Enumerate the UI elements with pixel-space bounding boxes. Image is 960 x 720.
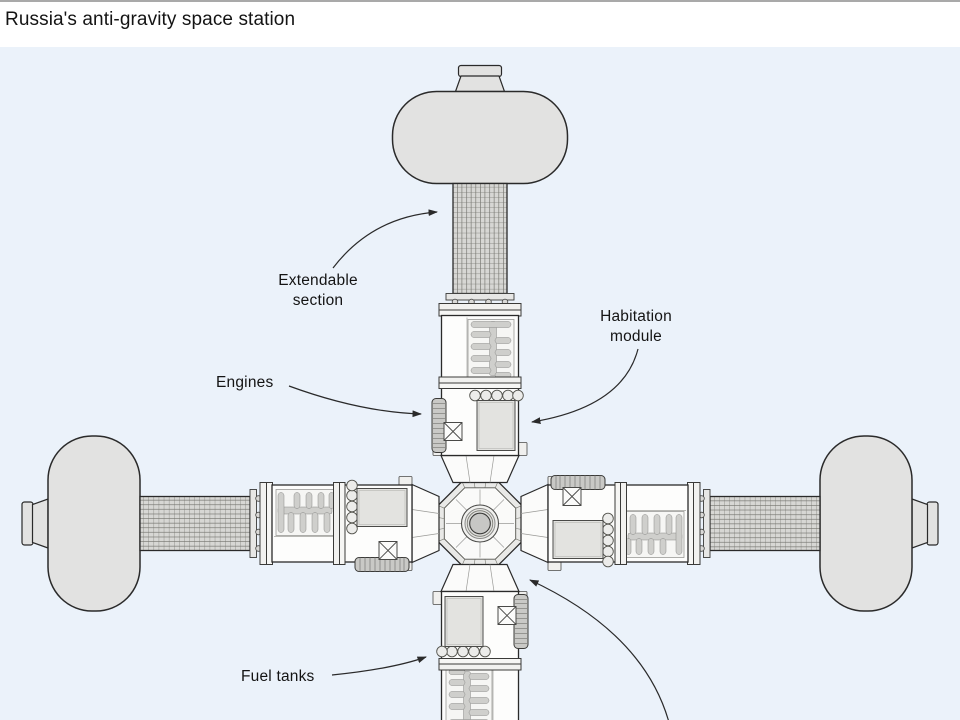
habitation-module-label: Habitation module [600, 308, 672, 345]
hub-arrow [529, 579, 669, 720]
extendable-section-label: Extendable section [278, 272, 358, 309]
page-title: Russia's anti-gravity space station [5, 9, 296, 30]
arm-bottom [391, 563, 569, 720]
header: Russia's anti-gravity space station [0, 0, 960, 47]
arm-right [520, 435, 939, 612]
habitation-module-arrow [531, 348, 639, 424]
space-station-illustration [21, 64, 939, 720]
engines-label: Engines [216, 374, 274, 391]
central-hub [437, 480, 523, 567]
fuel-tanks-arrow [331, 656, 427, 676]
diagram-panel: Extendable section Engines Habitation mo… [0, 47, 960, 720]
fuel-tanks-label: Fuel tanks [241, 668, 315, 685]
arm-left [21, 435, 440, 612]
extendable-section-arrow [332, 209, 438, 269]
engines-arrow [288, 385, 422, 418]
